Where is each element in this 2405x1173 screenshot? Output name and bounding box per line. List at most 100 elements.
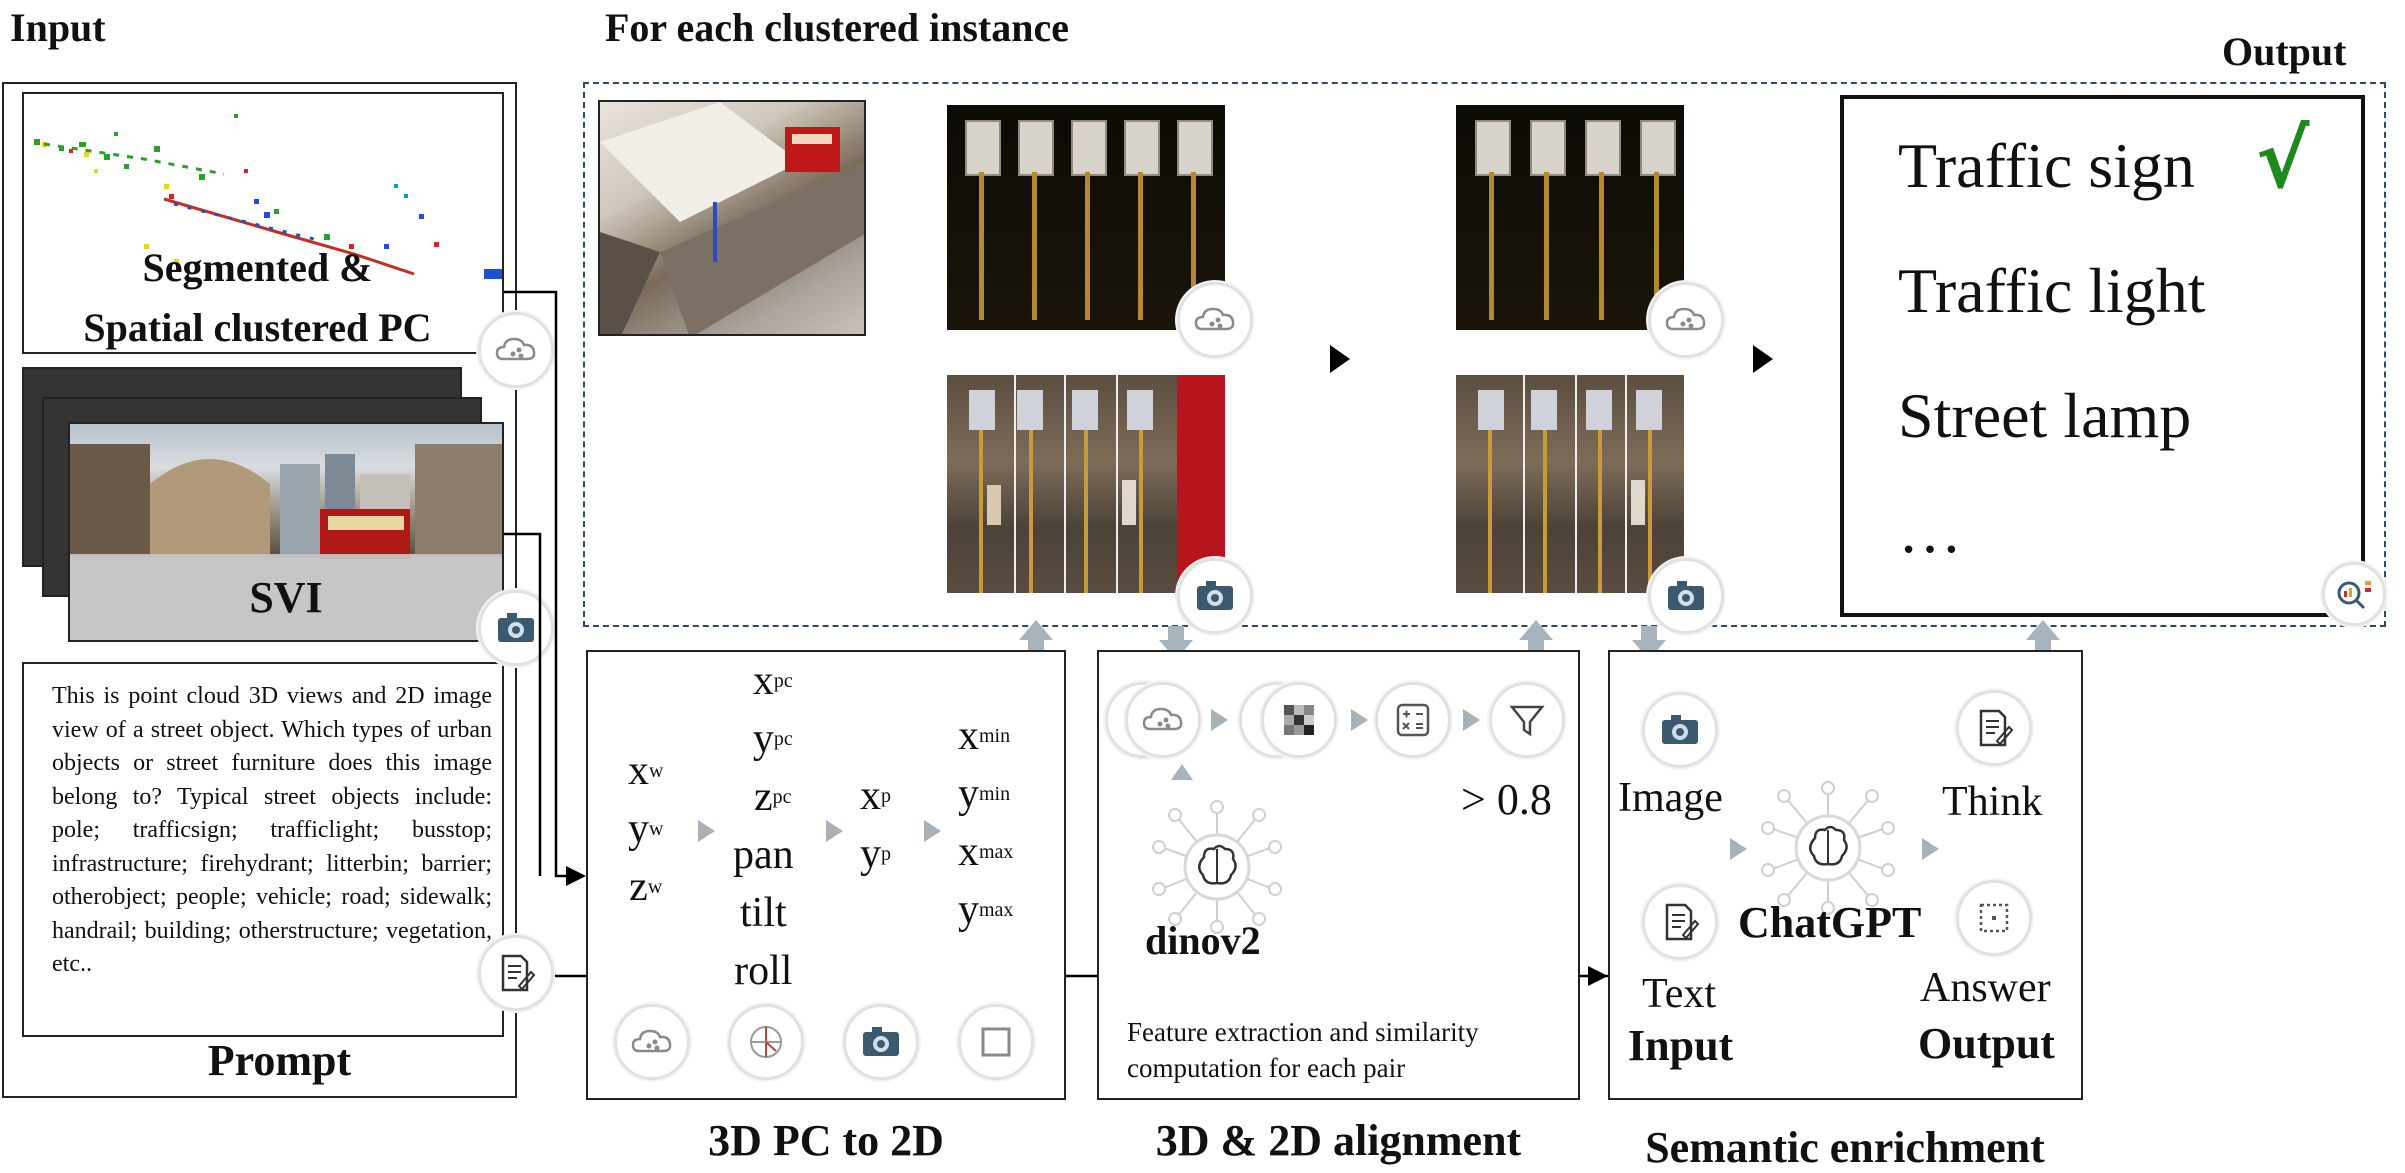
- think-icon: [1956, 690, 2032, 766]
- sub-p: p: [881, 843, 891, 865]
- sub-pc: pc: [773, 670, 793, 692]
- output-item-ellipsis: …: [1898, 495, 1962, 566]
- sub-max: max: [979, 899, 1014, 921]
- panel-cloud-icon: [614, 1004, 690, 1080]
- up-arrow-alignment: [1519, 620, 1553, 640]
- dinov2-network-icon: [1152, 800, 1282, 934]
- svi-label: SVI: [249, 573, 323, 622]
- feature-map-icon: [1261, 682, 1337, 758]
- panel-camera-icon: [843, 1004, 919, 1080]
- cloud-icon-1: [1177, 282, 1253, 358]
- enrich-arrow-1: [1730, 838, 1747, 860]
- coord-zw: z: [629, 864, 648, 910]
- answer-icon: [1956, 880, 2032, 956]
- cloud-icon-2: [1648, 282, 1724, 358]
- param-pan: pan: [733, 832, 794, 878]
- calculator-icon: [1375, 682, 1451, 758]
- pc-pole-2a: [1489, 172, 1494, 320]
- answer-label: Answer: [1920, 965, 2051, 1011]
- pc-sign-2c: [1585, 120, 1621, 176]
- align-up-arrow: [1171, 764, 1193, 780]
- sub-min: min: [979, 783, 1011, 805]
- coord-xpc: x: [752, 658, 774, 704]
- bounding-box-icon: [958, 1004, 1034, 1080]
- sub-pc: pc: [772, 786, 792, 808]
- point-cloud-box: [22, 92, 504, 354]
- up-arrow-pc-to-2d: [1019, 620, 1053, 640]
- check-icon: √: [2256, 113, 2310, 206]
- flow-arrow-1: [698, 820, 715, 842]
- align-arrow-3: [1463, 709, 1480, 731]
- svi-crops-group-2: [1456, 375, 1684, 593]
- image-label: Image: [1618, 775, 1723, 821]
- coord-yw: y: [628, 806, 649, 852]
- input-camera-icon: [478, 590, 554, 666]
- coordinate-axes-icon: [728, 1004, 804, 1080]
- sub-p: p: [881, 785, 891, 807]
- output-item-street-lamp: Street lamp: [1898, 380, 2192, 451]
- camera-icon-1: [1177, 558, 1253, 634]
- down-arrow-shaft-1: [1168, 626, 1184, 640]
- think-label: Think: [1942, 779, 2043, 825]
- pc-label: Segmented & Spatial clustered PC: [83, 245, 432, 350]
- pc-pole-2d: [1654, 172, 1659, 320]
- chatgpt-network-icon: [1761, 781, 1895, 915]
- pc-to-2d-title: 3D PC to 2D: [708, 1116, 944, 1165]
- pc-pole-1c: [1085, 172, 1090, 320]
- sub-w: w: [649, 760, 664, 782]
- enrich-arrow-2: [1922, 838, 1939, 860]
- param-tilt: tilt: [739, 890, 787, 936]
- align-arrow-1: [1211, 709, 1228, 731]
- down-arrow-shaft-2: [1641, 626, 1657, 640]
- text-label: Text: [1642, 971, 1717, 1017]
- for-each-header: For each clustered instance: [605, 5, 1070, 50]
- clustered-instance-region: [583, 82, 2386, 627]
- pc-sign-2a: [1475, 120, 1511, 176]
- pc-pole-1d: [1138, 172, 1143, 320]
- pc-pole-1b: [1032, 172, 1037, 320]
- pc-sign-2d: [1640, 120, 1676, 176]
- output-item-traffic-sign: Traffic sign: [1898, 130, 2195, 201]
- alignment-title: 3D & 2D alignment: [1155, 1116, 1522, 1165]
- sub-w: w: [647, 876, 663, 898]
- flow-arrow-3: [924, 820, 941, 842]
- coord-ypc: y: [752, 716, 774, 762]
- input-header: Input: [10, 5, 106, 50]
- sub-max: max: [979, 841, 1014, 863]
- image-input-icon: [1642, 692, 1718, 768]
- input-document-icon: [478, 935, 554, 1011]
- prompt-text: This is point cloud 3D views and 2D imag…: [52, 683, 492, 977]
- point-cloud-image: [34, 114, 502, 279]
- coord-xw: x: [628, 748, 649, 794]
- coord-ymin: y: [958, 771, 979, 817]
- threshold-text: > 0.8: [1461, 775, 1552, 824]
- coord-ymax: y: [958, 887, 979, 933]
- output-header: Output: [2222, 29, 2347, 74]
- prompt-box: This is point cloud 3D views and 2D imag…: [22, 662, 504, 1037]
- align-arrow-2: [1351, 709, 1368, 731]
- dinov2-label: dinov2: [1145, 918, 1261, 963]
- svi-crops-group-1: [947, 375, 1225, 593]
- coord-xmax: x: [958, 829, 979, 875]
- filter-icon: [1489, 682, 1565, 758]
- output-box: Traffic sign √ Traffic light Street lamp…: [1840, 95, 2365, 617]
- prompt-label: Prompt: [207, 1036, 352, 1085]
- enrichment-title: Semantic enrichment: [1645, 1123, 2045, 1172]
- align-cloud-icon: [1125, 682, 1201, 758]
- input-label: Input: [1628, 1021, 1734, 1070]
- sub-min: min: [979, 725, 1011, 747]
- camera-icon-2: [1648, 558, 1724, 634]
- analysis-icon: [2322, 562, 2386, 626]
- pc-sign-1e: [1177, 120, 1213, 176]
- pc-pole-1a: [979, 172, 984, 320]
- text-input-icon: [1642, 884, 1718, 960]
- arrow-right-1: [1330, 345, 1350, 373]
- svi-image-front: [68, 422, 504, 642]
- coord-zpc: z: [754, 774, 773, 820]
- pc-pole-2c: [1599, 172, 1604, 320]
